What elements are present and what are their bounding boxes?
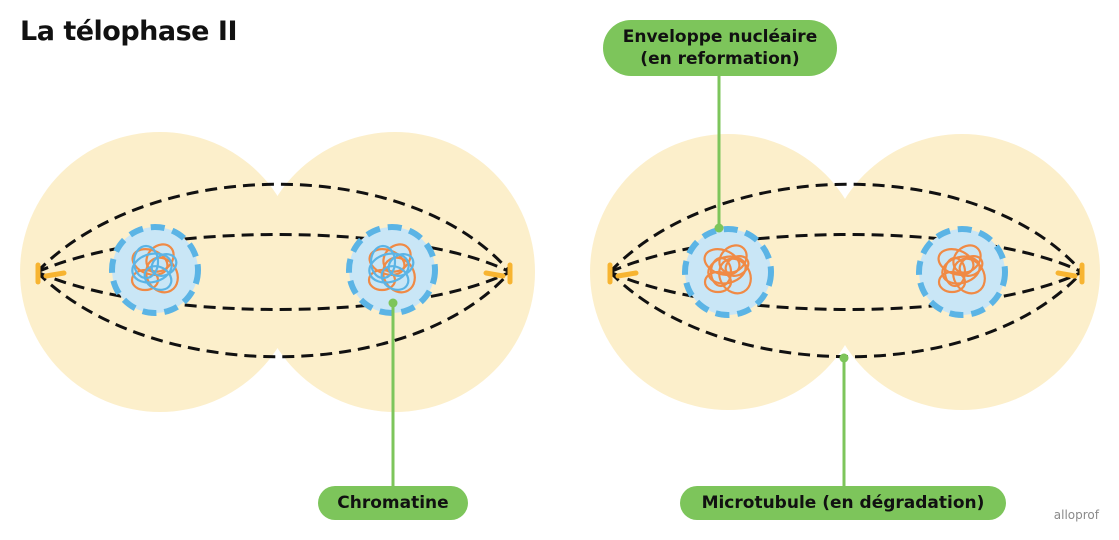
chromatin-left-1	[130, 243, 179, 294]
leader-dot-envelope	[714, 223, 724, 233]
chromatin-right-1	[703, 244, 752, 295]
spindle-microtubules-right	[608, 182, 1084, 359]
nucleus-left-1	[109, 224, 201, 316]
chromatin-left-2	[367, 243, 416, 294]
nucleus-right-1	[682, 226, 774, 318]
leader-dot-chromatin	[388, 298, 398, 308]
centrosome-right-a	[607, 262, 639, 285]
cell-right	[590, 134, 1100, 410]
diagram-title: La télophase II	[20, 16, 238, 47]
nucleus-right-2	[916, 226, 1008, 318]
label-microtubule-text: Microtubule (en dégradation)	[701, 493, 985, 513]
chromatin-right-2	[937, 244, 986, 295]
leader-dots	[388, 223, 849, 363]
label-envelope-line2: (en reformation)	[640, 49, 800, 69]
centrosome-left-b	[483, 262, 513, 285]
leader-lines	[391, 76, 846, 488]
spindle-microtubules-left	[35, 182, 512, 359]
label-chromatin: Chromatine	[318, 486, 468, 520]
label-microtubule: Microtubule (en dégradation)	[680, 486, 1006, 520]
nucleus-left-2	[346, 224, 438, 316]
alloprof-logo: alloprof	[1053, 508, 1099, 522]
label-chromatin-text: Chromatine	[337, 493, 449, 513]
label-envelope-line1: Enveloppe nucléaire	[622, 27, 818, 47]
centrosome-left-a	[35, 262, 67, 285]
leader-dot-microtubule	[839, 353, 849, 363]
label-envelope: Enveloppe nucléaire (en reformation)	[603, 20, 837, 76]
cell-left	[20, 132, 535, 412]
centrosome-right-b	[1055, 262, 1085, 285]
